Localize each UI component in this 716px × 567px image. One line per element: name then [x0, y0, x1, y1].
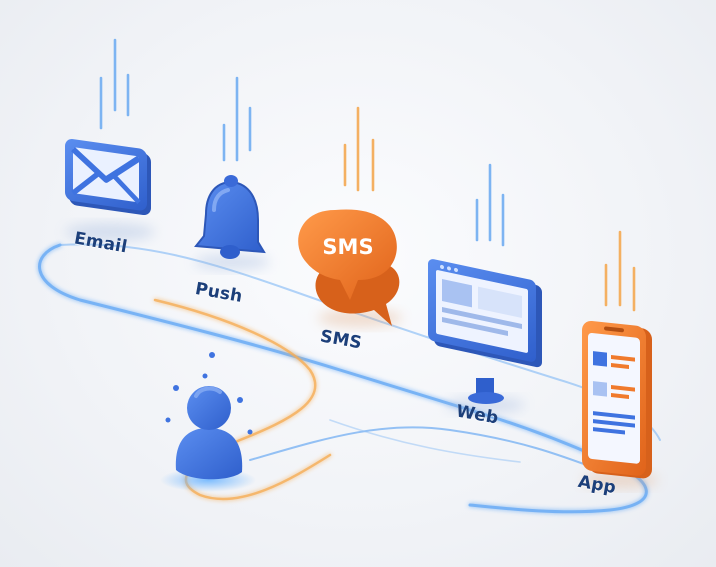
sms-bubble-text: SMS — [322, 235, 373, 259]
email-icon — [65, 139, 155, 241]
lower-path-blue — [249, 426, 601, 471]
main-path-blue — [38, 243, 648, 514]
monitor-icon — [428, 259, 542, 413]
upper-right-path — [329, 419, 521, 463]
sms-bubble-icon: SMS — [298, 209, 402, 327]
person-avatar-icon — [160, 352, 256, 492]
orange-path — [153, 298, 332, 501]
bell-icon — [194, 175, 270, 270]
signal-streaks — [99, 38, 636, 312]
phone-icon — [582, 320, 658, 488]
